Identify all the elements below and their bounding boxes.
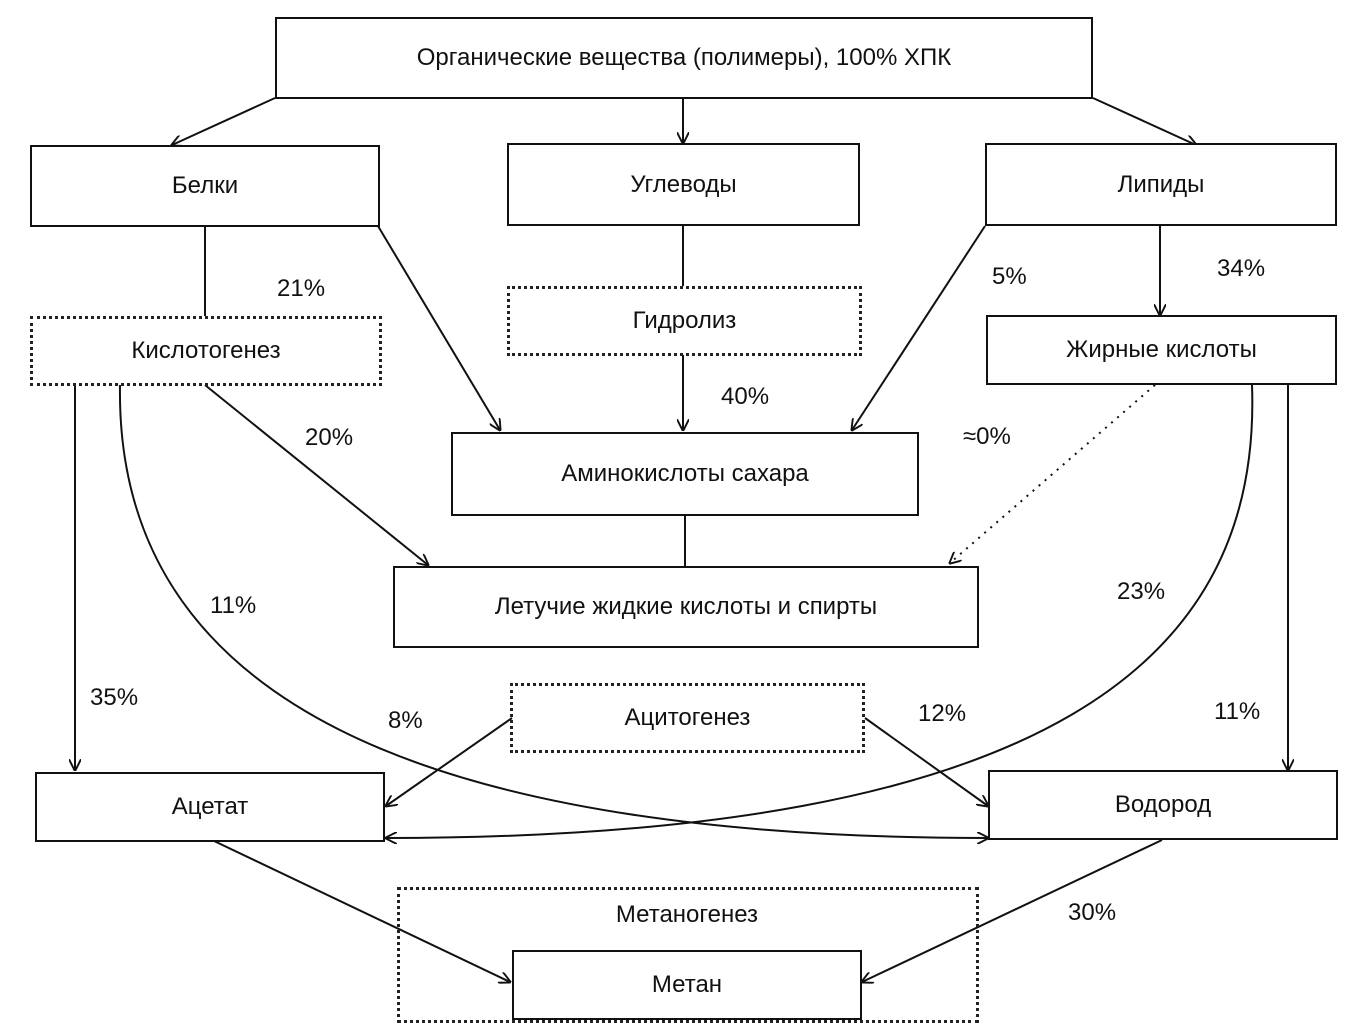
node-hydrolysis: Гидролиз <box>507 286 862 356</box>
percent-label: 11% <box>1214 698 1261 725</box>
arrow-acidogenesis-to-hydrogen <box>118 384 988 838</box>
node-fatty-acids: Жирные кислоты <box>986 315 1337 385</box>
percent-label: 35% <box>90 684 139 711</box>
methanogenesis-label: Метаногенез <box>615 901 759 928</box>
arrow-acetogenesis-to-acetate <box>386 717 513 806</box>
node-volatile-acids-alcohols: Летучие жидкие кислоты и спирты <box>393 566 979 648</box>
node-acetogenesis: Ацитогенез <box>510 683 865 753</box>
percent-label: 5% <box>992 263 1027 290</box>
percent-label: 8% <box>388 707 423 734</box>
node-hydrogen: Водород <box>988 770 1338 840</box>
node-proteins: Белки <box>30 145 380 227</box>
node-organic-substances: Органические вещества (полимеры), 100% Х… <box>275 17 1093 99</box>
arrow-fattyacids-to-acetate <box>386 384 1254 838</box>
percent-label: 34% <box>1217 255 1266 282</box>
arrow-acetate-to-methane <box>211 839 510 982</box>
node-amino-acids-sugars: Аминокислоты сахара <box>451 432 919 516</box>
node-acidogenesis: Кислотогенез <box>30 316 382 386</box>
node-methane: Метан <box>512 950 862 1020</box>
percent-label: 21% <box>277 275 326 302</box>
percent-label: 30% <box>1068 899 1117 926</box>
arrow-acetogenesis-to-hydrogen <box>864 717 988 806</box>
node-acetate: Ацетат <box>35 772 385 842</box>
arrow-proteins-to-aminosugars <box>377 225 500 430</box>
node-lipids: Липиды <box>985 143 1337 226</box>
arrow-acidogenesis-to-vfa <box>204 384 428 565</box>
arrow-lipids-to-aminosugars <box>852 225 986 430</box>
percent-label: 12% <box>918 700 967 727</box>
arrow-hydrogen-to-methane <box>862 839 1163 982</box>
arrow-organic-to-proteins <box>172 97 276 145</box>
percent-label: ≈0% <box>963 423 1011 450</box>
percent-label: 23% <box>1117 578 1166 605</box>
node-methanogenesis-group <box>397 887 979 1023</box>
node-carbohydrates: Углеводы <box>507 143 860 226</box>
arrow-organic-to-lipids <box>1092 97 1196 145</box>
percent-label: 40% <box>721 383 770 410</box>
arrow-fattyacids-to-vfa-dotted <box>950 384 1156 563</box>
percent-label: 20% <box>305 424 354 451</box>
percent-label: 11% <box>210 592 257 619</box>
